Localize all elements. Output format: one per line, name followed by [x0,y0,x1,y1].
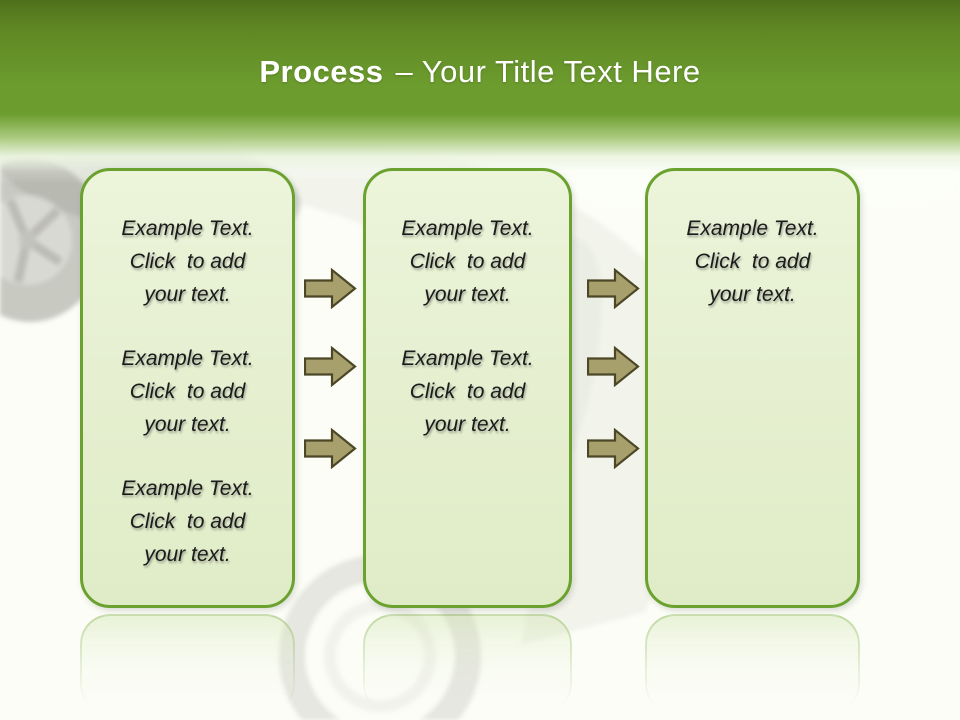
placeholder-line: Click to add [409,380,526,403]
placeholder-line: your text. [144,283,231,306]
arrow-column-1 [304,268,357,469]
box-reflection [80,614,295,714]
right-arrow-icon [304,268,357,309]
right-arrow-icon [587,428,640,469]
process-box-2[interactable]: Example Text. Click to add your text. Ex… [363,168,572,608]
text-placeholder[interactable]: Example Text. Click to add your text. [366,212,569,311]
placeholder-line: your text. [144,543,231,566]
placeholder-line: Example Text. [401,217,534,240]
text-placeholder[interactable]: Example Text. Click to add your text. [366,342,569,441]
placeholder-line: Click to add [694,250,811,273]
right-arrow-icon [304,346,357,387]
slide-title-keyword: Process [259,54,384,89]
placeholder-line: Example Text. [121,217,254,240]
placeholder-line: your text. [424,413,511,436]
text-placeholder[interactable]: Example Text. Click to add your text. [83,212,292,311]
placeholder-line: your text. [144,413,231,436]
placeholder-line: your text. [709,283,796,306]
placeholder-line: Example Text. [686,217,819,240]
header-band: Process – Your Title Text Here [0,0,960,172]
box-reflection [645,614,860,714]
arrow-column-2 [587,268,640,469]
placeholder-line: Click to add [129,250,246,273]
placeholder-line: Example Text. [121,347,254,370]
box-reflection [363,614,572,714]
slide-title[interactable]: Process – Your Title Text Here [0,54,960,90]
text-placeholder[interactable]: Example Text. Click to add your text. [83,472,292,571]
right-arrow-icon [587,346,640,387]
slide-title-placeholder: – Your Title Text Here [395,54,701,89]
text-placeholder[interactable]: Example Text. Click to add your text. [648,212,857,311]
placeholder-line: your text. [424,283,511,306]
right-arrow-icon [587,268,640,309]
process-box-3[interactable]: Example Text. Click to add your text. [645,168,860,608]
placeholder-line: Click to add [129,380,246,403]
placeholder-line: Example Text. [121,477,254,500]
placeholder-line: Example Text. [401,347,534,370]
placeholder-line: Click to add [129,510,246,533]
text-placeholder[interactable]: Example Text. Click to add your text. [83,342,292,441]
right-arrow-icon [304,428,357,469]
process-box-1[interactable]: Example Text. Click to add your text. Ex… [80,168,295,608]
placeholder-line: Click to add [409,250,526,273]
